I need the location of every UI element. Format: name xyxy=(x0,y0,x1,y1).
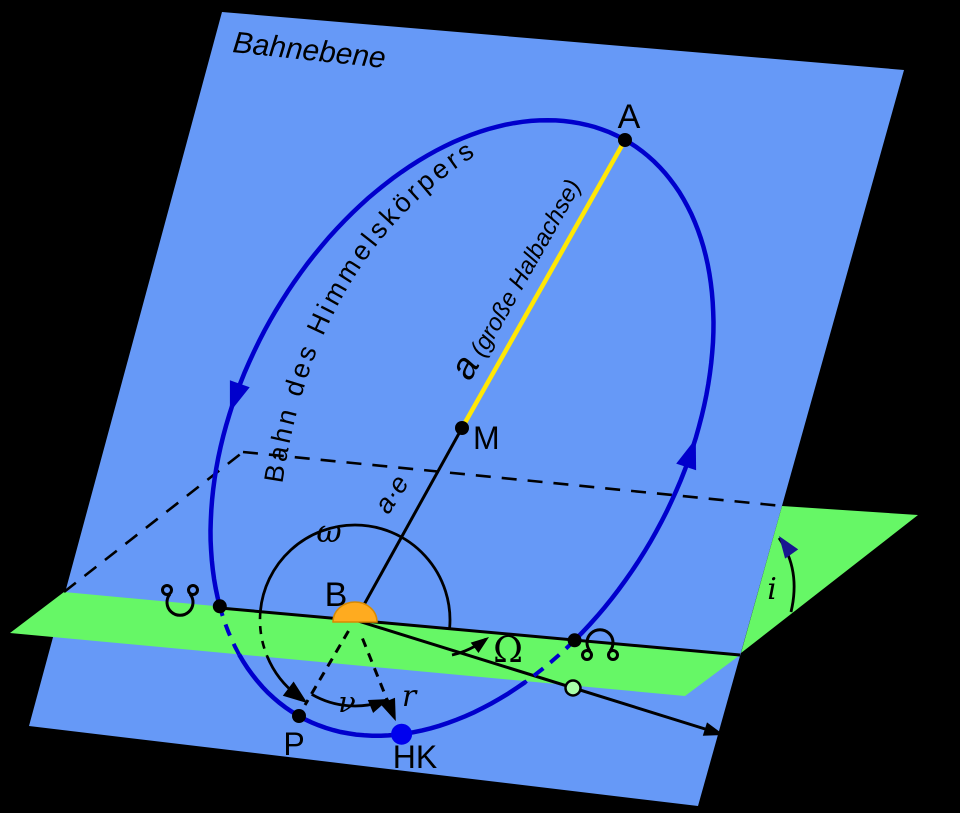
big-omega-arrowhead xyxy=(470,637,489,653)
omega-arc-dashed xyxy=(258,610,269,657)
radius-label: r xyxy=(402,679,418,714)
radius-vector-dashed-line xyxy=(361,637,392,708)
focus-periapsis-dashed-line xyxy=(303,630,350,706)
orbit-ellipse-front xyxy=(237,653,527,739)
apoapsis-dot xyxy=(618,133,632,147)
linear-eccentricity-line xyxy=(353,427,464,622)
orbit-direction-arrow-left xyxy=(229,380,250,413)
periapsis-dot xyxy=(292,709,306,723)
sun-icon xyxy=(332,601,378,623)
body-label: HK xyxy=(393,739,437,775)
celestial-body-dot xyxy=(391,723,413,745)
center-dot xyxy=(455,421,469,435)
orbit-ellipse-hidden-left xyxy=(217,605,241,656)
ascending-node-dot xyxy=(567,633,582,648)
node-longitude-label: Ω xyxy=(493,630,523,671)
argument-of-periapsis-label: ω xyxy=(316,514,341,550)
reference-plane-band xyxy=(10,592,740,696)
true-anomaly-label: ν xyxy=(338,685,356,719)
center-label: M xyxy=(473,420,500,456)
radius-arrowhead xyxy=(380,697,396,722)
hidden-plane-edge-back xyxy=(242,450,783,508)
descending-node-icon xyxy=(161,584,199,617)
inclination-arrowhead xyxy=(779,536,799,559)
omega-arrowhead xyxy=(282,681,308,704)
ascending-node-icon xyxy=(581,628,619,661)
node-line xyxy=(219,606,741,657)
reference-direction-arrowhead xyxy=(702,722,724,736)
focus-label: B xyxy=(325,576,348,614)
semi-major-axis-line xyxy=(460,138,627,430)
orbit-direction-arrow-right xyxy=(676,438,697,471)
reference-direction-line xyxy=(354,618,719,735)
descending-node-dot xyxy=(212,599,227,614)
orbit-ellipse-hidden-right xyxy=(524,638,576,684)
periapsis-label: P xyxy=(283,726,304,762)
orbital-plane xyxy=(29,12,904,806)
reference-direction-marker xyxy=(564,679,582,697)
apoapsis-label: A xyxy=(618,98,641,136)
inclination-label: i xyxy=(767,572,777,607)
omega-arc-solid xyxy=(259,523,452,629)
